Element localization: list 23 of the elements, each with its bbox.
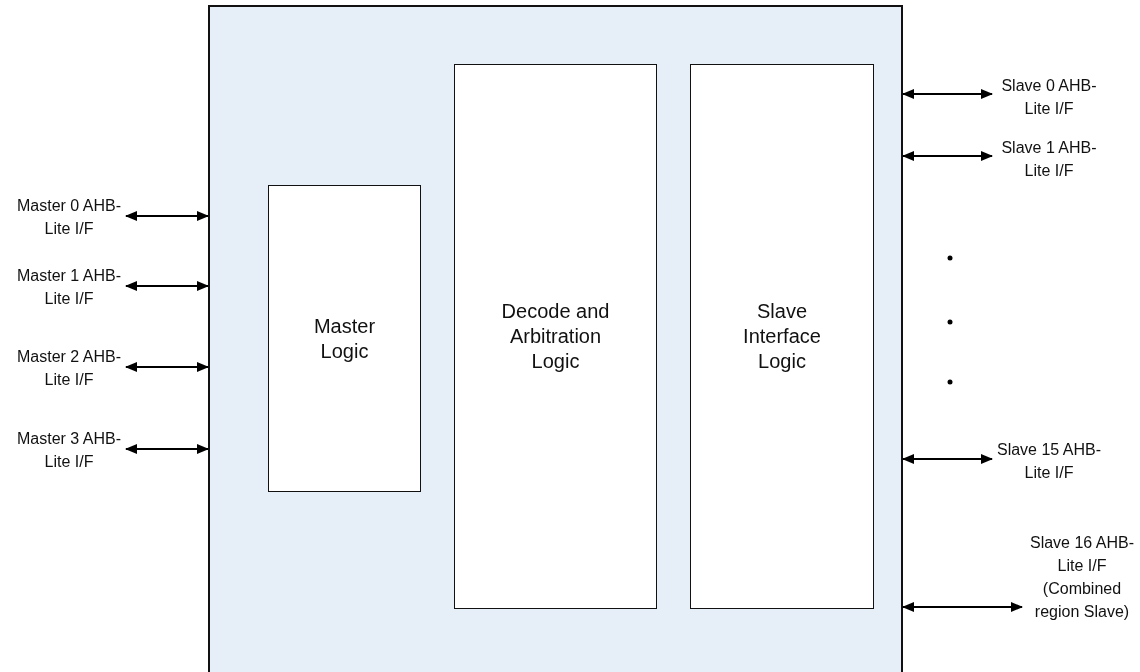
bidirectional-arrow [902, 151, 993, 161]
block-label: Master Logic [312, 313, 377, 364]
system-block [208, 5, 903, 672]
interface-label: Slave 15 AHB-Lite I/F [996, 438, 1102, 484]
block-label: Decode and Arbitration Logic [500, 299, 611, 374]
bidirectional-arrow [125, 362, 209, 372]
interface-label: Master 1 AHB-Lite I/F [16, 264, 122, 310]
block-label: Slave Interface Logic [742, 299, 822, 374]
interface-label: Master 3 AHB-Lite I/F [16, 427, 122, 473]
interface-label: Slave 16 AHB-Lite I/F (Combined region Slave) [1026, 530, 1138, 624]
bidirectional-arrow [902, 602, 1023, 612]
logic-block [690, 64, 874, 609]
bidirectional-arrow [125, 281, 209, 291]
bidirectional-arrow [902, 89, 993, 99]
interface-label: Master 2 AHB-Lite I/F [16, 345, 122, 391]
interface-label: Master 0 AHB-Lite I/F [16, 194, 122, 240]
interface-label: Slave 0 AHB-Lite I/F [996, 74, 1102, 120]
bidirectional-arrow [125, 211, 209, 221]
bidirectional-arrow [902, 454, 993, 464]
bidirectional-arrow [125, 444, 209, 454]
logic-block [454, 64, 657, 609]
interface-label: Slave 1 AHB-Lite I/F [996, 136, 1102, 182]
logic-block [268, 185, 421, 492]
